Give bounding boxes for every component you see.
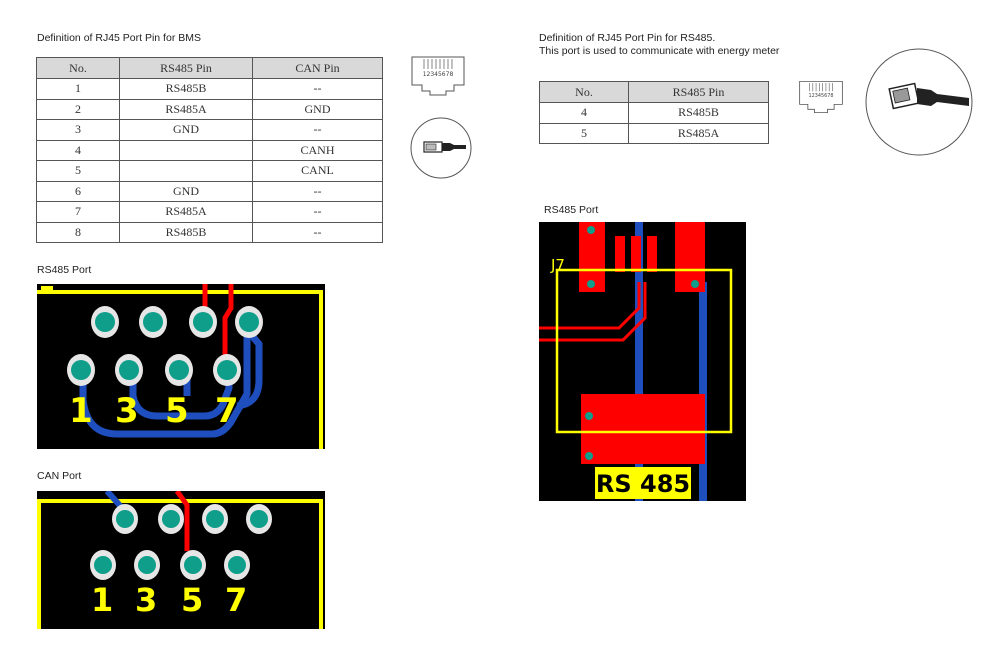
cell: RS485A: [628, 122, 769, 144]
rs485-port-pcb: 1 3 5 7: [37, 284, 325, 449]
table-row: 5 CANL: [36, 160, 383, 182]
cell: 4: [539, 102, 629, 124]
rs485-silkscreen-label: RS 485: [596, 470, 690, 498]
col-can: CAN Pin: [252, 57, 383, 79]
cell: 7: [36, 201, 120, 223]
meter-caption-line2: This port is used to communicate with en…: [539, 45, 780, 57]
col-no: No.: [539, 81, 629, 103]
cell: RS485B: [628, 102, 769, 124]
table-header-row: No. RS485 Pin: [539, 81, 769, 103]
table-header-row: No. RS485 Pin CAN Pin: [36, 57, 383, 79]
cell: --: [252, 119, 383, 141]
col-no: No.: [36, 57, 120, 79]
rs485-meter-port-caption: RS485 Port: [544, 204, 599, 216]
meter-caption-line1: Definition of RJ45 Port Pin for RS485.: [539, 32, 716, 44]
cell: RS485A: [119, 201, 253, 223]
pin-number-1: 1: [91, 581, 113, 619]
cell: 8: [36, 221, 120, 243]
rs485-port-caption: RS485 Port: [37, 264, 92, 276]
pin-number-3: 3: [135, 581, 157, 619]
cell: --: [252, 180, 383, 202]
cell: 2: [36, 98, 120, 120]
rj45-plug-icon: [410, 117, 472, 179]
pin-number-1: 1: [69, 391, 93, 431]
rj45-jack-icon: 12345678: [411, 56, 465, 96]
can-port-pcb: 1 3 5 7: [37, 491, 325, 629]
jack-pin-numbers: 12345678: [809, 93, 834, 99]
can-port-caption: CAN Port: [37, 470, 82, 482]
col-rs485: RS485 Pin: [628, 81, 769, 103]
cell: [119, 139, 253, 161]
rj45-jack-icon: 12345678: [799, 80, 843, 114]
table-row: 4 CANH: [36, 139, 383, 161]
bms-caption: Definition of RJ45 Port Pin for BMS: [37, 32, 201, 44]
cell: 5: [539, 122, 629, 144]
ref-designator: J7: [550, 256, 565, 274]
pin-number-7: 7: [225, 581, 247, 619]
cell: 1: [36, 78, 120, 100]
pin-number-5: 5: [165, 391, 189, 431]
cell: CANH: [252, 139, 383, 161]
pin-number-5: 5: [181, 581, 203, 619]
cell: --: [252, 201, 383, 223]
cell: RS485A: [119, 98, 253, 120]
cell: GND: [119, 180, 253, 202]
cell: 3: [36, 119, 120, 141]
jack-pin-numbers: 12345678: [423, 71, 454, 78]
rs485-meter-port-pcb: J7 RS 485: [539, 222, 746, 501]
pad-row-bottom: [67, 354, 241, 386]
rj45-plug-icon: [865, 48, 973, 156]
cell: 5: [36, 160, 120, 182]
col-rs485: RS485 Pin: [119, 57, 253, 79]
cell: --: [252, 221, 383, 243]
cell: RS485B: [119, 78, 253, 100]
cell: GND: [252, 98, 383, 120]
cell: GND: [119, 119, 253, 141]
cell: [119, 160, 253, 182]
pin-number-7: 7: [215, 391, 239, 431]
pin-number-3: 3: [115, 391, 139, 431]
cell: 4: [36, 139, 120, 161]
cell: CANL: [252, 160, 383, 182]
cell: 6: [36, 180, 120, 202]
cell: --: [252, 78, 383, 100]
pad-row-top: [91, 306, 263, 338]
cell: RS485B: [119, 221, 253, 243]
